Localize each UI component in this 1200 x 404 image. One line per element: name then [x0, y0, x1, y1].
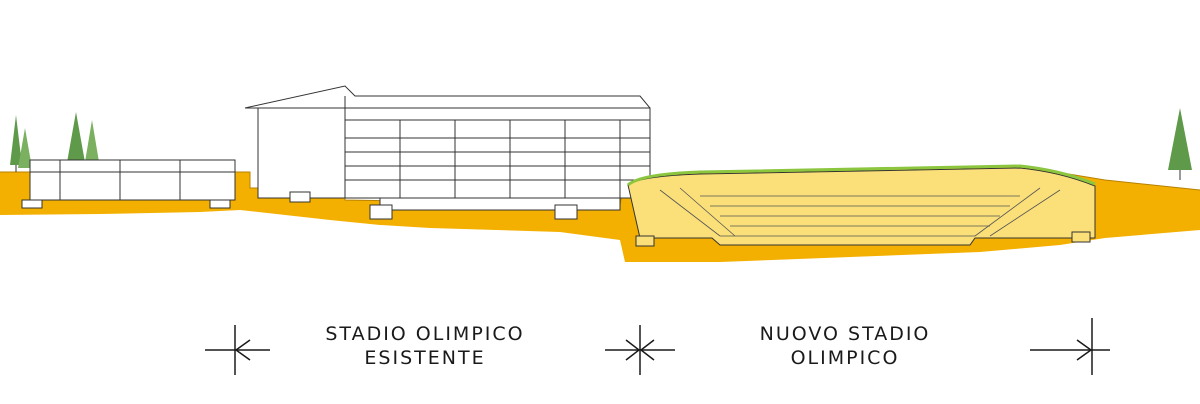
- new-stadium-body: [627, 167, 1096, 246]
- existing-plaza-structure: [21, 159, 236, 209]
- existing-label-line2: ESISTENTE: [364, 347, 486, 369]
- existing-stadium-label: STADIO OLIMPICO ESISTENTE: [280, 322, 570, 370]
- dimension-lines: [205, 318, 1110, 375]
- new-stadium: [626, 164, 1096, 247]
- trees-right: [1168, 108, 1192, 180]
- tree: [18, 128, 32, 168]
- existing-label-line1: STADIO OLIMPICO: [325, 323, 525, 345]
- new-stadium-label: NUOVO STADIO OLIMPICO: [700, 322, 990, 370]
- tree: [66, 112, 86, 168]
- tree: [10, 115, 22, 165]
- existing-stadium: [244, 85, 651, 220]
- new-label-line2: OLIMPICO: [790, 347, 900, 369]
- tree: [84, 120, 100, 168]
- trees-left: [10, 112, 100, 172]
- new-label-line1: NUOVO STADIO: [759, 323, 931, 345]
- tree: [1168, 108, 1192, 170]
- green-roof: [626, 164, 1096, 187]
- new-stadium-tiers: [659, 187, 1061, 237]
